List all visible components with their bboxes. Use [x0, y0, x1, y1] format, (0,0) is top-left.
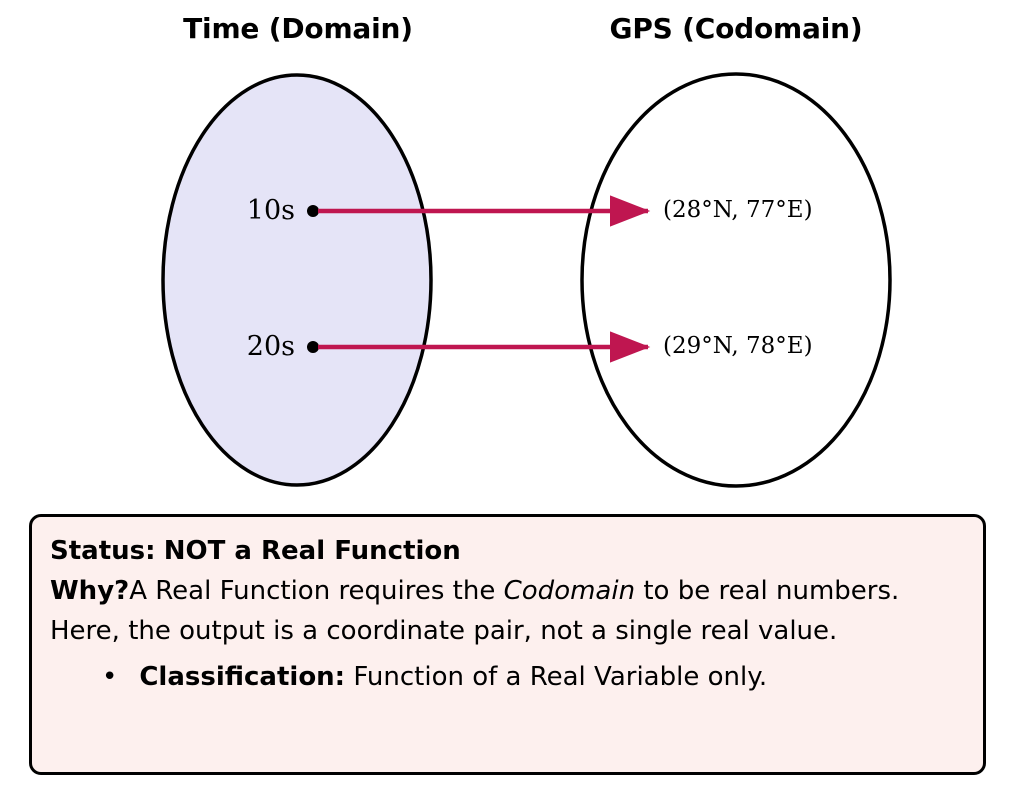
codomain-ellipse: [580, 72, 892, 488]
why-text-emphasis: Codomain: [503, 576, 636, 606]
why-paragraph: Why?A Real Function requires the Codomai…: [50, 571, 965, 651]
bullet-marker-icon: •: [102, 662, 118, 692]
status-explanation-box: Status: NOT a Real Function Why?A Real F…: [29, 514, 986, 775]
domain-ellipse: [161, 73, 433, 487]
status-value: NOT a Real Function: [163, 536, 461, 566]
status-label: Status:: [50, 536, 156, 566]
codomain-title: GPS (Codomain): [609, 12, 863, 45]
domain-title: Time (Domain): [183, 12, 413, 45]
domain-element-label-2: 20s: [246, 331, 295, 362]
codomain-element-label-1: (28°N, 77°E): [663, 197, 813, 223]
why-text-part1: A Real Function requires the: [129, 576, 504, 606]
classification-text: Classification: Function of a Real Varia…: [139, 657, 767, 697]
classification-label: Classification:: [139, 662, 346, 692]
domain-element-dot-1: [307, 205, 319, 217]
diagram-canvas: [161, 72, 892, 488]
classification-value: Function of a Real Variable only.: [353, 662, 768, 692]
why-label: Why?: [50, 576, 130, 606]
domain-element-dot-2: [307, 341, 319, 353]
status-line: Status: NOT a Real Function: [50, 531, 965, 571]
why-text-part2: to be real numbers. Here, the output is …: [50, 576, 900, 646]
set-mapping-diagram: Time (Domain) GPS (Codomain) 10s 20s (28…: [161, 12, 892, 488]
domain-element-label-1: 10s: [246, 195, 295, 226]
codomain-element-label-2: (29°N, 78°E): [663, 333, 813, 359]
classification-bullet-item: • Classification: Function of a Real Var…: [50, 657, 965, 697]
